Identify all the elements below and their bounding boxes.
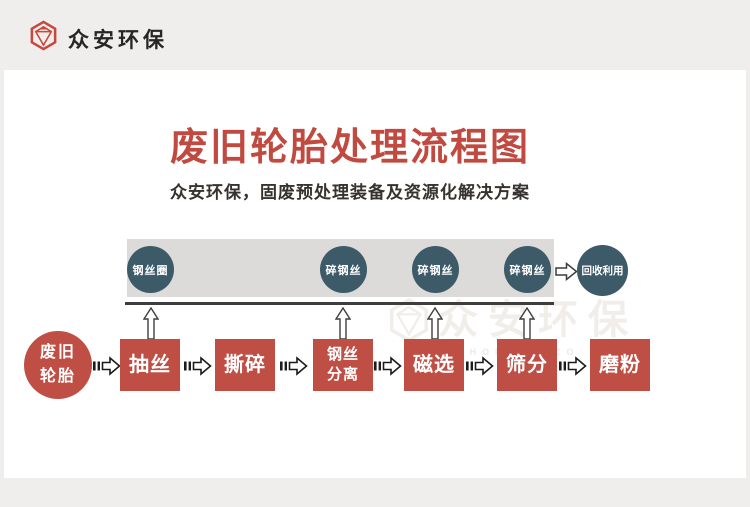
brand-logo-icon — [28, 20, 59, 51]
track-divider-line — [125, 302, 554, 305]
arrow-right-icon — [555, 262, 578, 281]
arrow-up-icon — [427, 307, 443, 340]
byproduct-node-crushed-wire-2: 碎钢丝 — [412, 246, 459, 293]
arrow-up-icon — [335, 307, 351, 340]
watermark: 众安环保 — [386, 297, 638, 343]
page-title: 废旧轮胎处理流程图 — [169, 127, 530, 169]
byproduct-node-crushed-wire-3: 碎钢丝 — [504, 246, 551, 293]
flow-arrow-icon — [559, 356, 587, 376]
footer-strip — [0, 478, 750, 507]
step-box-wire-separation: 钢丝 分离 — [313, 339, 373, 391]
step-box-grinding: 磨粉 — [590, 339, 650, 391]
flow-arrow-icon — [466, 356, 494, 376]
arrow-up-icon — [143, 307, 159, 340]
arrow-up-icon — [519, 307, 535, 340]
flow-arrow-icon — [93, 356, 121, 376]
source-node-waste-tire: 废旧 轮胎 — [24, 331, 92, 399]
byproduct-node-crushed-wire-1: 碎钢丝 — [320, 246, 367, 293]
flow-arrow-icon — [280, 356, 308, 376]
flow-arrow-icon — [184, 356, 212, 376]
step-box-shredding: 撕碎 — [215, 339, 275, 391]
byproduct-node-steel-ring: 钢丝圈 — [127, 246, 174, 293]
header-bar: 众安环保 — [0, 0, 750, 70]
brand-name: 众安环保 — [68, 29, 168, 52]
step-box-screening: 筛分 — [497, 339, 557, 391]
watermark-text: 众安环保 — [438, 298, 638, 342]
step-box-magnetic-sorting: 磁选 — [404, 339, 464, 391]
recycle-result-node: 回收利用 — [577, 245, 628, 296]
flow-arrow-icon — [374, 356, 402, 376]
title-block: 废旧轮胎处理流程图 众安环保，固废预处理装备及资源化解决方案 — [0, 127, 700, 203]
page-subtitle: 众安环保，固废预处理装备及资源化解决方案 — [170, 182, 530, 202]
step-box-wire-drawing: 抽丝 — [120, 339, 180, 391]
